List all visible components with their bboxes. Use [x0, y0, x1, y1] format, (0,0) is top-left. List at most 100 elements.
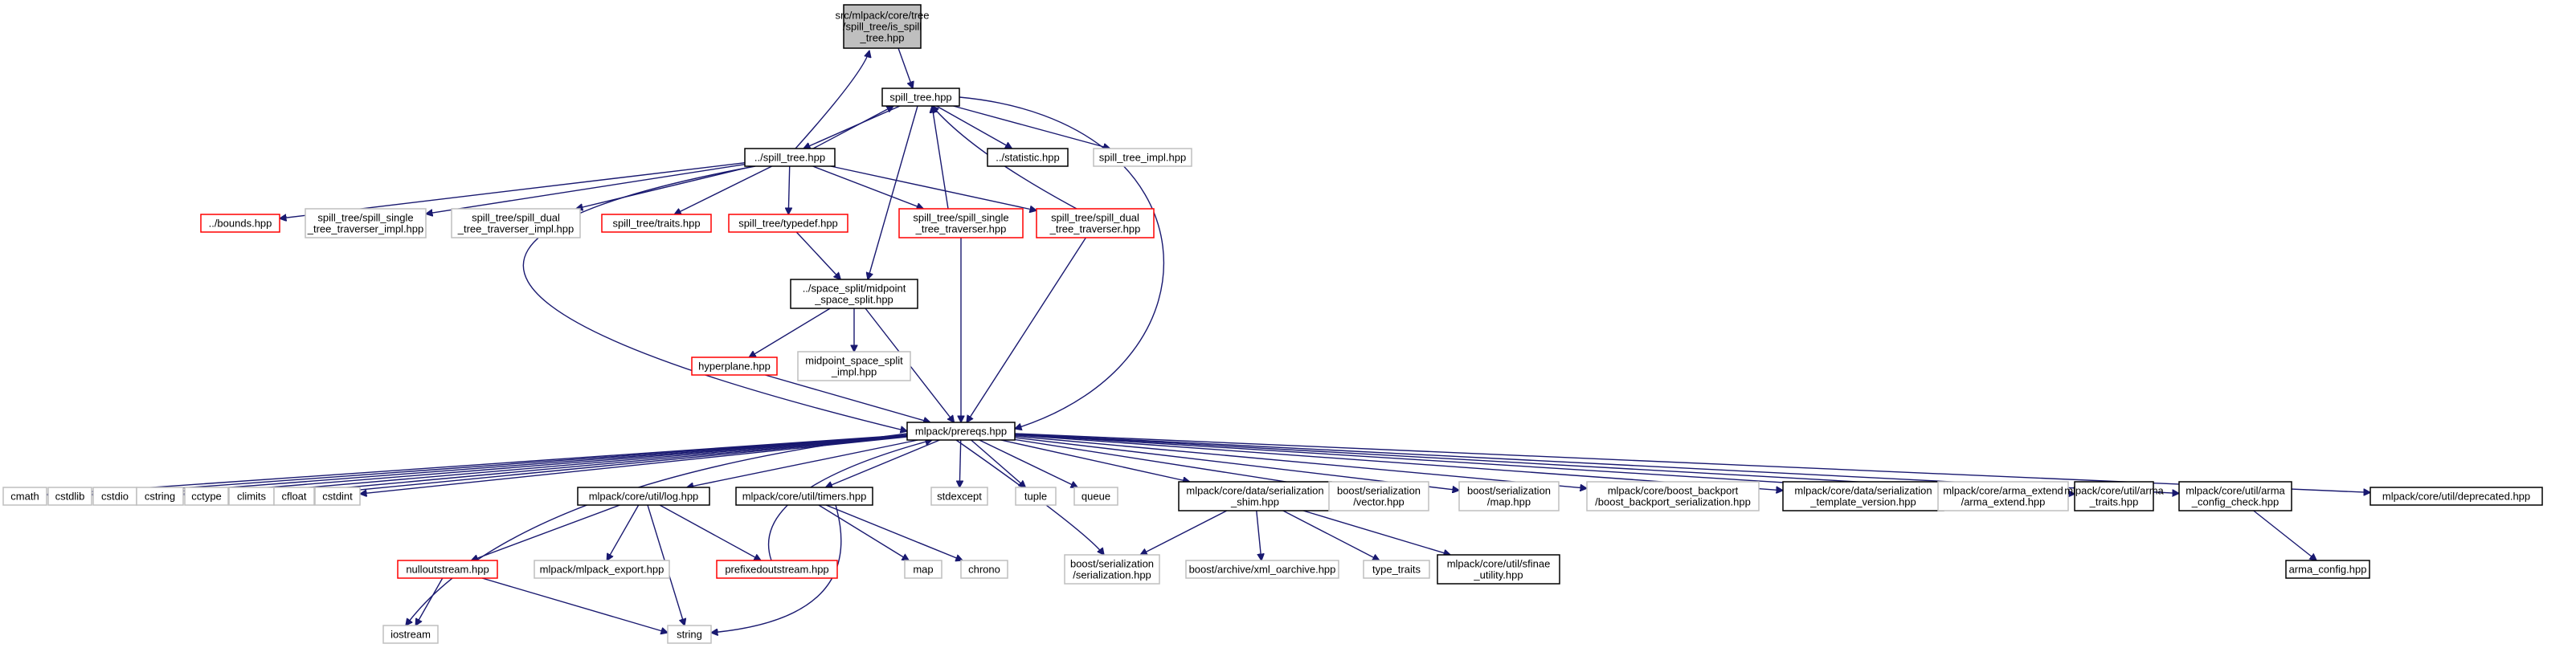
node-arma_config_check[interactable]: mlpack/core/util/arma_config_check.hpp [2178, 481, 2292, 511]
node-label: _shim.hpp [1230, 496, 1279, 508]
node-midpoint_impl[interactable]: midpoint_space_split_impl.hpp [797, 351, 911, 381]
node-arma_traits[interactable]: mlpack/core/util/arma_traits.hpp [2064, 481, 2165, 511]
node-map[interactable]: map [904, 560, 942, 579]
edge-dot_spill_tree-to-typedef [788, 165, 789, 214]
node-mlpack_export[interactable]: mlpack/mlpack_export.hpp [534, 560, 670, 579]
node-box [305, 208, 427, 238]
node-box [534, 560, 670, 579]
node-deprecated[interactable]: mlpack/core/util/deprecated.hpp [2370, 487, 2543, 506]
node-boost_serialization[interactable]: boost/serialization/serialization.hpp [1064, 554, 1160, 585]
node-label: _tree_traverser_impl.hpp [457, 223, 574, 235]
node-boost_vector[interactable]: boost/serialization/vector.hpp [1328, 481, 1429, 511]
edge-prereqs-to-backport [1014, 435, 1587, 488]
node-box [843, 4, 922, 49]
node-label: spill_tree/spill_single [913, 212, 1008, 224]
edge-timers-to-chrono [825, 504, 963, 560]
edge-timers-to-string [711, 504, 842, 633]
node-label: _tree.hpp [860, 32, 905, 44]
node-box [1363, 560, 1430, 579]
node-spill_tree[interactable]: spill_tree.hpp [881, 88, 960, 107]
node-cfloat[interactable]: cfloat [273, 487, 315, 506]
node-label: iostream [390, 629, 431, 641]
node-label: chrono [968, 564, 1000, 576]
node-climits[interactable]: climits [228, 487, 275, 506]
node-label: src/mlpack/core/tree [835, 10, 929, 22]
edge-shim-to-xml_oarchive [1256, 510, 1261, 560]
node-box [1073, 487, 1118, 506]
node-statistic[interactable]: ../statistic.hpp [987, 148, 1069, 167]
edge-dual_trav-to-prereqs [967, 237, 1086, 422]
node-cstdint[interactable]: cstdint [314, 487, 361, 506]
edge-dot_spill_tree-to-root [795, 51, 869, 149]
node-timers[interactable]: mlpack/core/util/timers.hpp [735, 487, 873, 506]
node-single_impl[interactable]: spill_tree/spill_single_tree_traverser_i… [305, 208, 427, 238]
node-prereqs[interactable]: mlpack/prereqs.hpp [906, 422, 1016, 441]
node-cmath[interactable]: cmath [2, 487, 47, 506]
node-label: /map.hpp [1487, 496, 1531, 508]
node-bounds[interactable]: ../bounds.hpp [200, 214, 280, 233]
node-label: map [913, 564, 933, 576]
node-template_version[interactable]: mlpack/core/data/serialization_template_… [1782, 481, 1944, 511]
node-label: _traits.hpp [2089, 496, 2139, 508]
node-hyperplane[interactable]: hyperplane.hpp [691, 357, 778, 376]
node-prefixed[interactable]: prefixedoutstream.hpp [716, 560, 838, 579]
node-type_traits[interactable]: type_traits [1363, 560, 1430, 579]
edge-root-to-spill_tree [898, 47, 913, 88]
node-box [451, 208, 581, 238]
node-box [1586, 481, 1760, 511]
node-chrono[interactable]: chrono [960, 560, 1008, 579]
node-string[interactable]: string [667, 625, 712, 644]
node-typedef[interactable]: spill_tree/typedef.hpp [728, 214, 848, 233]
node-label: mlpack/mlpack_export.hpp [540, 564, 664, 576]
edge-prereqs-to-shim [1000, 439, 1190, 482]
node-shim[interactable]: mlpack/core/data/serialization_shim.hpp [1178, 481, 1332, 511]
node-label: mlpack/core/util/sfinae [1447, 558, 1551, 570]
node-spill_tree_impl[interactable]: spill_tree_impl.hpp [1093, 148, 1192, 167]
edge-prereqs-to-cstring [183, 434, 908, 494]
node-arma_extend[interactable]: mlpack/core/arma_extend/arma_extend.hpp [1937, 481, 2069, 511]
node-arma_config[interactable]: arma_config.hpp [2285, 560, 2370, 579]
node-traits[interactable]: spill_tree/traits.hpp [601, 214, 712, 233]
node-iostream[interactable]: iostream [382, 625, 439, 644]
node-label: boost/archive/xml_oarchive.hpp [1189, 564, 1336, 576]
node-cctype[interactable]: cctype [184, 487, 229, 506]
node-midpoint[interactable]: ../space_split/midpoint_space_split.hpp [790, 279, 918, 309]
node-backport[interactable]: mlpack/core/boost_backport/boost_backpor… [1586, 481, 1760, 511]
node-box [960, 560, 1008, 579]
node-label: _space_split.hpp [814, 294, 893, 306]
node-cstdio[interactable]: cstdio [92, 487, 137, 506]
node-log[interactable]: mlpack/core/util/log.hpp [577, 487, 710, 506]
node-label: mlpack/core/arma_extend [1943, 485, 2063, 497]
node-label: ../space_split/midpoint [803, 283, 906, 295]
node-box [314, 487, 361, 506]
node-label: cstdint [322, 491, 353, 503]
edge-arma_config_check-to-arma_config [2253, 510, 2316, 560]
node-cstring[interactable]: cstring [136, 487, 184, 506]
edge-prereqs-to-climits [274, 435, 908, 494]
node-xml_oarchive[interactable]: boost/archive/xml_oarchive.hpp [1185, 560, 1339, 579]
node-label: _tree_traverser.hpp [1049, 223, 1141, 235]
node-box [184, 487, 229, 506]
node-label: /spill_tree/is_spill [843, 21, 922, 33]
edge-dot_spill_tree-to-prereqs [522, 165, 907, 431]
node-boost_map[interactable]: boost/serialization/map.hpp [1458, 481, 1560, 511]
node-root[interactable]: src/mlpack/core/tree/spill_tree/is_spill… [835, 4, 930, 49]
node-sfinae[interactable]: mlpack/core/util/sfinae_utility.hpp [1437, 554, 1560, 585]
node-cstdlib[interactable]: cstdlib [47, 487, 92, 506]
node-box [930, 487, 988, 506]
node-box [691, 357, 778, 376]
node-stdexcept[interactable]: stdexcept [930, 487, 988, 506]
node-nulloutstream[interactable]: nulloutstream.hpp [397, 560, 498, 579]
node-dot_spill_tree[interactable]: ../spill_tree.hpp [744, 148, 836, 167]
node-label: _utility.hpp [1473, 569, 1523, 581]
node-single_trav[interactable]: spill_tree/spill_single_tree_traverser.h… [898, 208, 1024, 238]
node-dual_impl[interactable]: spill_tree/spill_dual_tree_traverser_imp… [451, 208, 581, 238]
node-label: /vector.hpp [1353, 496, 1405, 508]
node-box [728, 214, 848, 233]
node-box [200, 214, 280, 233]
edge-prereqs-to-cstdio [137, 434, 908, 495]
node-dual_trav[interactable]: spill_tree/spill_dual_tree_traverser.hpp [1036, 208, 1155, 238]
node-tuple[interactable]: tuple [1015, 487, 1057, 506]
node-queue[interactable]: queue [1073, 487, 1118, 506]
